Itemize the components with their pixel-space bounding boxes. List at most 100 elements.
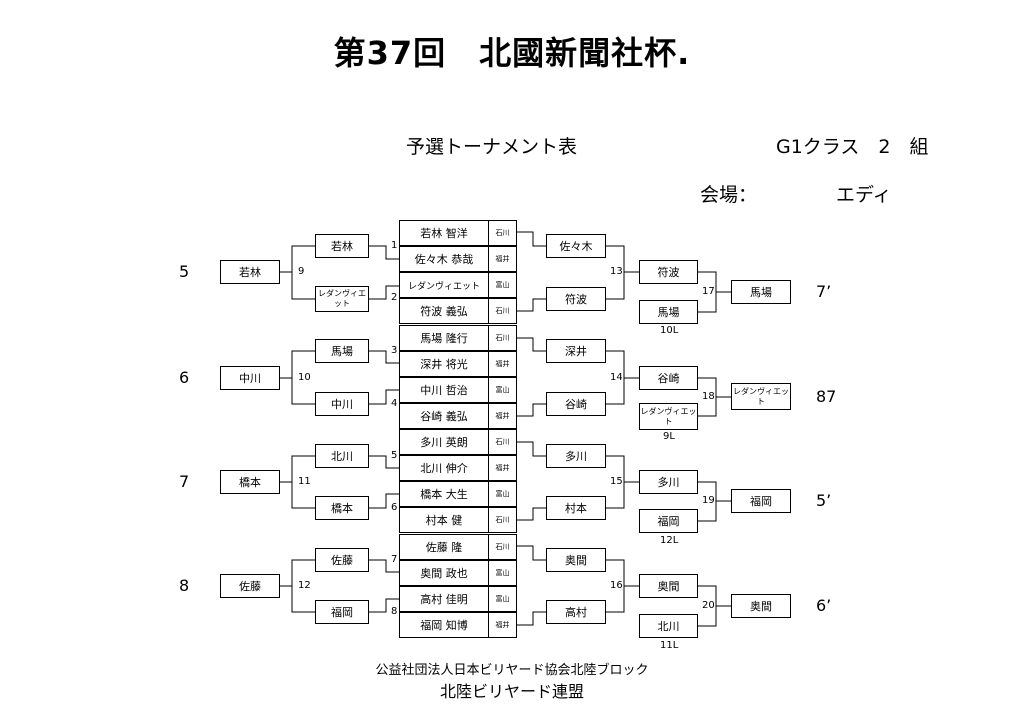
left-r1-winner-3: 馬場	[315, 339, 369, 363]
left-r1-winner-7: 佐藤	[315, 548, 369, 572]
group-number: 6	[179, 368, 190, 387]
player-name: 多川 英朗	[399, 429, 489, 455]
match-number: 4	[391, 398, 398, 409]
right-r3-winner-1: 馬場	[731, 280, 791, 304]
player-name: 馬場 隆行	[399, 325, 489, 351]
loser-note: 10L	[660, 325, 679, 336]
match-number: 1	[391, 240, 398, 251]
score: 7’	[816, 282, 832, 301]
venue-value: エディ	[836, 184, 892, 206]
player-name: 福岡 知博	[399, 612, 489, 638]
match-number: 17	[702, 286, 715, 297]
match-number: 20	[702, 600, 715, 611]
group-number: 8	[179, 576, 190, 595]
score: 6’	[816, 596, 832, 615]
player-pref: 福井	[488, 351, 517, 377]
match-number: 15	[610, 476, 623, 487]
player-name: 深井 将光	[399, 351, 489, 377]
match-number: 12	[298, 580, 311, 591]
footer-organization: 公益社団法人日本ビリヤード協会北陸ブロック	[375, 663, 649, 678]
group-number: 7	[179, 472, 190, 491]
left-r2-winner-2: 中川	[220, 366, 280, 390]
right-r1-winner-5: 多川	[546, 444, 606, 468]
player-name: 橋本 大生	[399, 481, 489, 507]
score: 87	[816, 387, 837, 406]
player-name: 村本 健	[399, 507, 489, 533]
right-r1-winner-4: 谷崎	[546, 392, 606, 416]
right-r2-bottom-3: 福岡	[639, 509, 698, 533]
group-number: 5	[179, 262, 190, 281]
player-pref: 福井	[488, 455, 517, 481]
match-number: 2	[391, 292, 398, 303]
left-r1-winner-1: 若林	[315, 234, 369, 258]
left-r1-winner-8: 福岡	[315, 600, 369, 624]
player-pref: 石川	[488, 298, 517, 324]
match-number: 9	[298, 266, 305, 277]
player-name: 奥間 政也	[399, 560, 489, 586]
right-r2-bottom-2: レダンヴィエット	[639, 403, 698, 430]
right-r2-top-2: 谷崎	[639, 366, 698, 390]
right-r2-top-3: 多川	[639, 470, 698, 494]
right-r2-bottom-4: 北川	[639, 614, 698, 638]
right-r1-winner-1: 佐々木	[546, 234, 606, 258]
player-pref: 石川	[488, 429, 517, 455]
player-pref: 福井	[488, 246, 517, 272]
loser-note: 9L	[663, 431, 675, 442]
left-r1-winner-6: 橋本	[315, 496, 369, 520]
right-r3-winner-3: 福岡	[731, 489, 791, 513]
footer-federation: 北陸ビリヤード連盟	[439, 682, 584, 701]
left-r1-winner-2: レダンヴィエット	[315, 286, 369, 312]
left-r2-winner-1: 若林	[220, 260, 280, 284]
left-r2-winner-4: 佐藤	[220, 574, 280, 598]
class-label: G1クラス 2 組	[776, 136, 929, 158]
match-number: 13	[610, 266, 623, 277]
match-number: 19	[702, 495, 715, 506]
player-name: 北川 伸介	[399, 455, 489, 481]
match-number: 6	[391, 502, 398, 513]
match-number: 18	[702, 391, 715, 402]
player-pref: 富山	[488, 586, 517, 612]
player-pref: 石川	[488, 507, 517, 533]
match-number: 14	[610, 372, 623, 383]
right-r3-winner-2: レダンヴィエット	[731, 383, 791, 410]
left-r1-winner-4: 中川	[315, 392, 369, 416]
player-pref: 石川	[488, 325, 517, 351]
match-number: 10	[298, 372, 311, 383]
right-r3-winner-4: 奥間	[731, 594, 791, 618]
match-number: 8	[391, 606, 398, 617]
bracket-subtitle: 予選トーナメント表	[406, 136, 578, 158]
right-r1-winner-2: 符波	[546, 287, 606, 311]
player-name: 佐々木 恭哉	[399, 246, 489, 272]
match-number: 5	[391, 450, 398, 461]
loser-note: 12L	[660, 535, 679, 546]
left-r1-winner-5: 北川	[315, 444, 369, 468]
player-pref: 富山	[488, 272, 517, 298]
match-number: 3	[391, 345, 398, 356]
player-pref: 石川	[488, 534, 517, 560]
venue-label: 会場：	[700, 184, 758, 206]
player-name: 佐藤 隆	[399, 534, 489, 560]
right-r1-winner-6: 村本	[546, 496, 606, 520]
right-r1-winner-7: 奥間	[546, 548, 606, 572]
player-pref: 福井	[488, 403, 517, 429]
right-r1-winner-8: 高村	[546, 600, 606, 624]
match-number: 11	[298, 476, 311, 487]
match-number: 16	[610, 580, 623, 591]
right-r1-winner-3: 深井	[546, 339, 606, 363]
player-pref: 石川	[488, 220, 517, 246]
player-pref: 富山	[488, 560, 517, 586]
match-number: 7	[391, 554, 398, 565]
left-r2-winner-3: 橋本	[220, 470, 280, 494]
page-title: 第37回 北國新聞社杯.	[333, 34, 691, 72]
right-r2-top-4: 奥間	[639, 574, 698, 598]
score: 5’	[816, 491, 832, 510]
player-pref: 富山	[488, 481, 517, 507]
loser-note: 11L	[660, 640, 679, 651]
right-r2-top-1: 符波	[639, 260, 698, 284]
right-r2-bottom-1: 馬場	[639, 300, 698, 324]
player-name: 若林 智洋	[399, 220, 489, 246]
player-name: レダンヴィエット	[399, 272, 489, 298]
player-pref: 福井	[488, 612, 517, 638]
player-name: 高村 佳明	[399, 586, 489, 612]
